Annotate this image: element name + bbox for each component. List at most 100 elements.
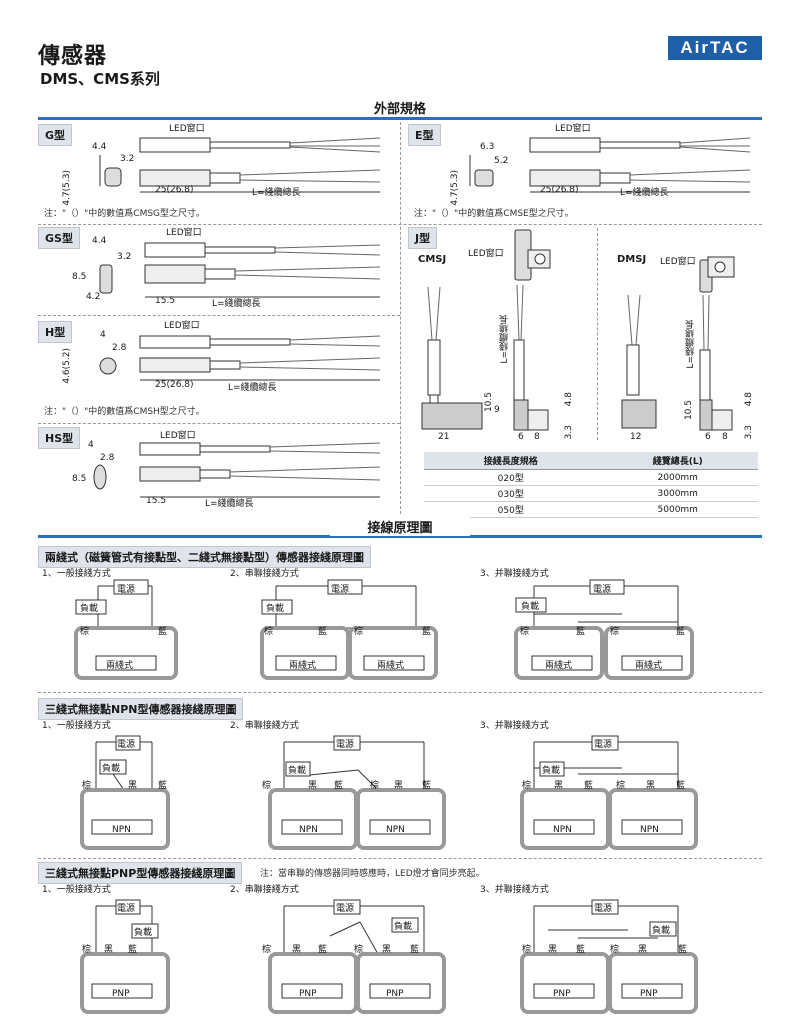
e-type-drawing xyxy=(469,137,751,193)
wire-blue: 藍 xyxy=(334,781,344,791)
wire-brown: 棕 xyxy=(80,627,90,637)
device-label: PNP xyxy=(553,989,571,999)
two-wire-diagrams xyxy=(74,579,694,680)
dim-label: 3.2 xyxy=(117,252,132,262)
dim-label: 6 xyxy=(705,432,711,442)
wire-brown: 棕 xyxy=(262,945,272,955)
device-label: NPN xyxy=(299,825,318,835)
wire-brown: 棕 xyxy=(82,945,92,955)
wire-blue: 藍 xyxy=(676,627,686,637)
wire-black: 黑 xyxy=(638,945,648,955)
dim-label: L=綫纜總長 xyxy=(620,188,669,198)
npn-diagrams xyxy=(80,735,698,850)
airtac-logo: AirTAC xyxy=(668,36,762,60)
dim-label: L=綫纜總長 xyxy=(228,383,277,393)
power-label: 電源 xyxy=(594,740,613,750)
device-label: 兩綫式 xyxy=(635,661,663,671)
page-title: 傳感器 xyxy=(38,44,108,69)
device-label: 兩綫式 xyxy=(106,661,134,671)
section-bar xyxy=(38,535,762,538)
hs-type-drawing xyxy=(93,442,381,498)
divider xyxy=(400,122,401,514)
divider xyxy=(38,858,762,859)
dim-label: 25(26.8) xyxy=(155,380,194,390)
wire-brown: 棕 xyxy=(616,781,626,791)
dim-label: 4.6(5.2) xyxy=(62,348,72,384)
wire-blue: 藍 xyxy=(128,945,138,955)
gs-type-drawing xyxy=(99,242,381,298)
led-label: LED窗口 xyxy=(555,124,591,134)
dim-label: L=綫纜總長 xyxy=(212,299,261,309)
wire-black: 黑 xyxy=(128,781,138,791)
dim-label: 8 xyxy=(722,432,728,442)
dim-label: 4 xyxy=(88,440,94,450)
device-label: PNP xyxy=(386,989,404,999)
led-label: LED窗口 xyxy=(160,431,196,441)
panel-label-e: E型 xyxy=(408,124,441,146)
dim-label: 6.3 xyxy=(480,142,495,152)
cable-length-label: L=綫纜總長 xyxy=(500,315,510,364)
power-label: 電源 xyxy=(336,904,355,914)
dim-label: 4.4 xyxy=(92,142,107,152)
wire-black: 黑 xyxy=(394,781,404,791)
device-label: NPN xyxy=(553,825,572,835)
load-label: 負載 xyxy=(134,928,153,938)
load-label: 負載 xyxy=(266,604,285,614)
wire-brown: 棕 xyxy=(522,945,532,955)
j-type-drawing xyxy=(421,229,735,431)
dim-label: 25(26.8) xyxy=(155,185,194,195)
wire-blue: 藍 xyxy=(318,945,328,955)
wiring-sub: 3、并聯接綫方式 xyxy=(480,721,549,731)
dim-label: 5.2 xyxy=(494,156,509,166)
section-heading-wiring: 接線原理圖 xyxy=(330,517,470,536)
cmsj-label: CMSJ xyxy=(418,254,447,265)
dim-label: 6 xyxy=(518,432,524,442)
note: 注："（）"中的數值爲CMSG型之尺寸。 xyxy=(44,209,206,219)
dim-label: 2.8 xyxy=(100,453,115,463)
wire-black: 黑 xyxy=(308,781,318,791)
dim-label: 4 xyxy=(100,330,106,340)
wire-black: 黑 xyxy=(554,781,564,791)
wiring-sub: 2、串聯接綫方式 xyxy=(230,885,299,895)
panel-label-hs: HS型 xyxy=(38,427,81,449)
wire-blue: 藍 xyxy=(158,627,168,637)
device-label: 兩綫式 xyxy=(545,661,573,671)
device-label: PNP xyxy=(112,989,130,999)
wiring-sub: 2、串聯接綫方式 xyxy=(230,721,299,731)
dim-label: 25(26.8) xyxy=(540,185,579,195)
wire-brown: 棕 xyxy=(520,627,530,637)
panel-label-j: J型 xyxy=(408,227,438,249)
dim-label: 12 xyxy=(630,432,642,442)
load-label: 負載 xyxy=(102,764,121,774)
dim-label: 8 xyxy=(534,432,540,442)
dim-label: 4.7(5.3) xyxy=(450,170,460,206)
wire-blue: 藍 xyxy=(422,781,432,791)
device-label: 兩綫式 xyxy=(377,661,405,671)
wire-blue: 藍 xyxy=(422,627,432,637)
divider xyxy=(38,692,762,693)
wiring-title-npn: 三綫式無接點NPN型傳感器接綫原理圖 xyxy=(38,698,244,720)
dmsj-label: DMSJ xyxy=(617,254,647,265)
wire-brown: 棕 xyxy=(370,781,380,791)
power-label: 電源 xyxy=(593,585,612,595)
dim-label: L=綫纜總長 xyxy=(252,188,301,198)
h-type-drawing xyxy=(99,335,381,381)
table-header: 接綫長度規格 xyxy=(424,452,598,470)
wire-brown: 棕 xyxy=(610,945,620,955)
section-bar xyxy=(38,117,762,120)
wire-black: 黑 xyxy=(548,945,558,955)
note: 注："（）"中的數值爲CMSE型之尺寸。 xyxy=(414,209,574,219)
divider xyxy=(38,224,762,225)
dim-label: 21 xyxy=(438,432,450,442)
wiring-sub: 1、一般接綫方式 xyxy=(42,569,111,579)
wire-blue: 藍 xyxy=(576,945,586,955)
dim-label: 10.5 xyxy=(484,392,494,413)
load-label: 負載 xyxy=(80,604,99,614)
wire-brown: 棕 xyxy=(610,627,620,637)
dim-label: 4.4 xyxy=(92,236,107,246)
device-label: 兩綫式 xyxy=(289,661,317,671)
pnp-diagrams xyxy=(80,899,698,1014)
load-label: 負載 xyxy=(288,766,307,776)
